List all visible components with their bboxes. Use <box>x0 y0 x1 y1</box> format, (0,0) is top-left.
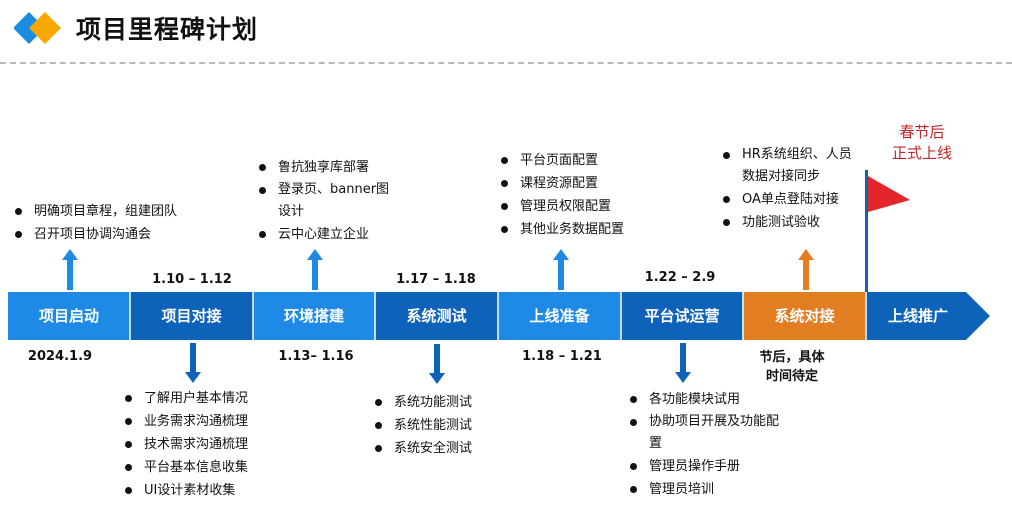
arrow-up-environment <box>307 249 323 290</box>
arrow-up-prelaunch <box>553 249 569 290</box>
list-item: 技术需求沟通梳理 <box>122 433 292 456</box>
list-item: 管理员权限配置 <box>498 195 668 218</box>
date-environment: 1.13– 1.16 <box>278 349 354 364</box>
list-item: 业务需求沟通梳理 <box>122 410 292 433</box>
list-item: 鲁抗独享库部署 <box>256 156 406 179</box>
header-divider <box>0 62 1012 64</box>
timeline-label-trial: 平台试运营 <box>644 307 720 325</box>
launch-note-line2: 正式上线 <box>891 144 952 162</box>
date-trial: 1.22 – 2.9 <box>644 270 716 285</box>
launch-note: 春节后 正式上线 <box>874 122 970 164</box>
date-start: 2024.1.9 <box>27 349 93 364</box>
date-testing: 1.17 – 1.18 <box>396 272 476 287</box>
list-item: 协助项目开展及功能配置 <box>627 411 781 455</box>
timeline-seg-1-bg <box>8 292 130 340</box>
tasks-system-integration: HR系统组织、人员数据对接同步 OA单点登陆对接 功能测试验收 <box>720 144 870 234</box>
list-item: 平台基本信息收集 <box>122 456 292 479</box>
timeline-seg-7-bg <box>743 292 866 340</box>
tasks-trial: 各功能模块试用 协助项目开展及功能配置 管理员操作手册 管理员培训 <box>627 388 787 501</box>
date-prelaunch: 1.18 – 1.21 <box>522 349 602 364</box>
list-item: OA单点登陆对接 <box>720 188 870 211</box>
arrow-down-integration <box>185 343 201 383</box>
arrow-up-kickoff <box>62 249 78 290</box>
arrow-down-trial <box>675 343 691 383</box>
timeline-seg-2-bg <box>130 292 253 340</box>
timeline-label-promotion: 上线推广 <box>887 307 948 325</box>
launch-flag-icon <box>865 170 910 292</box>
list-item: HR系统组织、人员数据对接同步 <box>720 144 860 188</box>
timeline-seg-3-bg <box>253 292 375 340</box>
list-item: 了解用户基本情况 <box>122 387 292 410</box>
list-item: 系统安全测试 <box>372 437 522 460</box>
list-item: 各功能模块试用 <box>627 388 787 411</box>
timeline-label-system-integration: 系统对接 <box>774 307 835 325</box>
tasks-testing: 系统功能测试 系统性能测试 系统安全测试 <box>372 391 522 460</box>
timeline-label-prelaunch: 上线准备 <box>529 307 590 325</box>
list-item: 系统功能测试 <box>372 391 522 414</box>
list-item: 登录页、banner图设计 <box>256 179 398 223</box>
launch-note-line1: 春节后 <box>899 123 945 141</box>
tasks-kickoff: 明确项目章程，组建团队 召开项目协调沟通会 <box>12 200 252 246</box>
flag-cloth <box>868 176 910 212</box>
logo-orange-diamond <box>29 12 61 44</box>
list-item: 管理员培训 <box>627 478 787 501</box>
timeline-label-kickoff: 项目启动 <box>38 307 99 325</box>
tasks-environment: 鲁抗独享库部署 登录页、banner图设计 云中心建立企业 <box>256 156 406 246</box>
timeline-band <box>8 292 990 340</box>
arrow-up-system-integration <box>798 249 814 290</box>
timeline-label-environment: 环境搭建 <box>283 307 344 325</box>
arrow-down-testing <box>429 344 445 384</box>
list-item: 功能测试验收 <box>720 211 870 234</box>
date-system-integration-line2: 时间待定 <box>765 369 818 384</box>
timeline-seg-6-bg <box>621 292 743 340</box>
date-system-integration: 节后，具体 时间待定 <box>746 348 838 386</box>
list-item: 平台页面配置 <box>498 149 668 172</box>
list-item: 召开项目协调沟通会 <box>12 223 252 246</box>
timeline-label-integration: 项目对接 <box>161 307 222 325</box>
tasks-integration: 了解用户基本情况 业务需求沟通梳理 技术需求沟通梳理 平台基本信息收集 UI设计… <box>122 387 292 502</box>
date-integration: 1.10 – 1.12 <box>152 272 232 287</box>
date-system-integration-line1: 节后，具体 <box>759 350 825 365</box>
page-title: 项目里程碑计划 <box>76 15 259 44</box>
list-item: 课程资源配置 <box>498 172 668 195</box>
list-item: 系统性能测试 <box>372 414 522 437</box>
logo-diamonds-icon <box>14 12 61 44</box>
list-item: UI设计素材收集 <box>122 479 292 502</box>
timeline-seg-8-arrow <box>866 292 990 340</box>
timeline-seg-5-bg <box>498 292 621 340</box>
list-item: 管理员操作手册 <box>627 455 787 478</box>
tasks-prelaunch: 平台页面配置 课程资源配置 管理员权限配置 其他业务数据配置 <box>498 149 668 241</box>
list-item: 明确项目章程，组建团队 <box>12 200 252 223</box>
timeline-seg-4-bg <box>375 292 498 340</box>
timeline-label-testing: 系统测试 <box>406 307 467 325</box>
flag-pole <box>865 170 868 292</box>
list-item: 其他业务数据配置 <box>498 218 668 241</box>
list-item: 云中心建立企业 <box>256 223 406 246</box>
